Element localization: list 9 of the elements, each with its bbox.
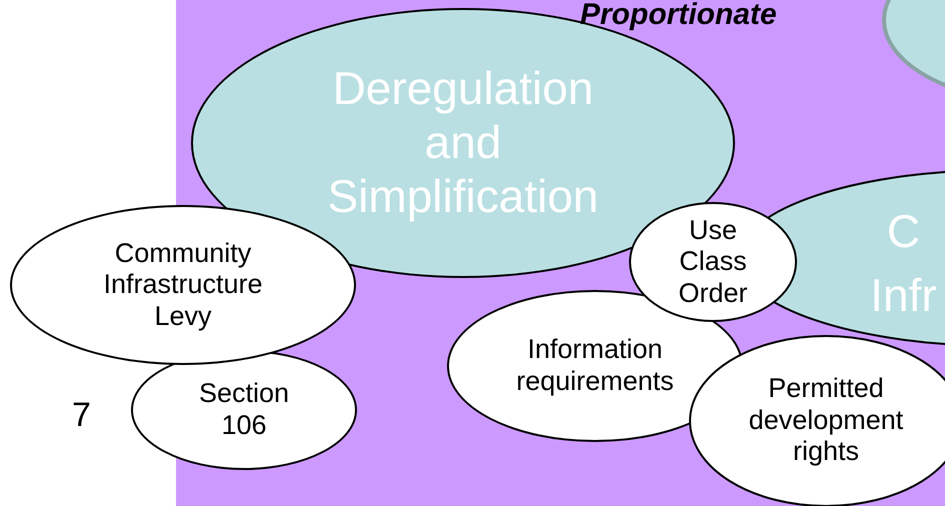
ellipse-text: C Infr	[869, 204, 938, 324]
heading-text: Proportionate	[580, 0, 777, 30]
ellipse-text: Section 106	[198, 378, 290, 442]
ellipse-text: Use Class Order	[677, 214, 749, 310]
ellipse-text: Permitted development rights	[748, 373, 904, 468]
ellipse-text: Deregulation and Simplification	[326, 62, 600, 224]
ellipse-text: Community Infrastructure Levy	[102, 238, 264, 332]
page-number: 7	[72, 398, 91, 432]
ellipse-text: Information requirements	[515, 334, 675, 398]
